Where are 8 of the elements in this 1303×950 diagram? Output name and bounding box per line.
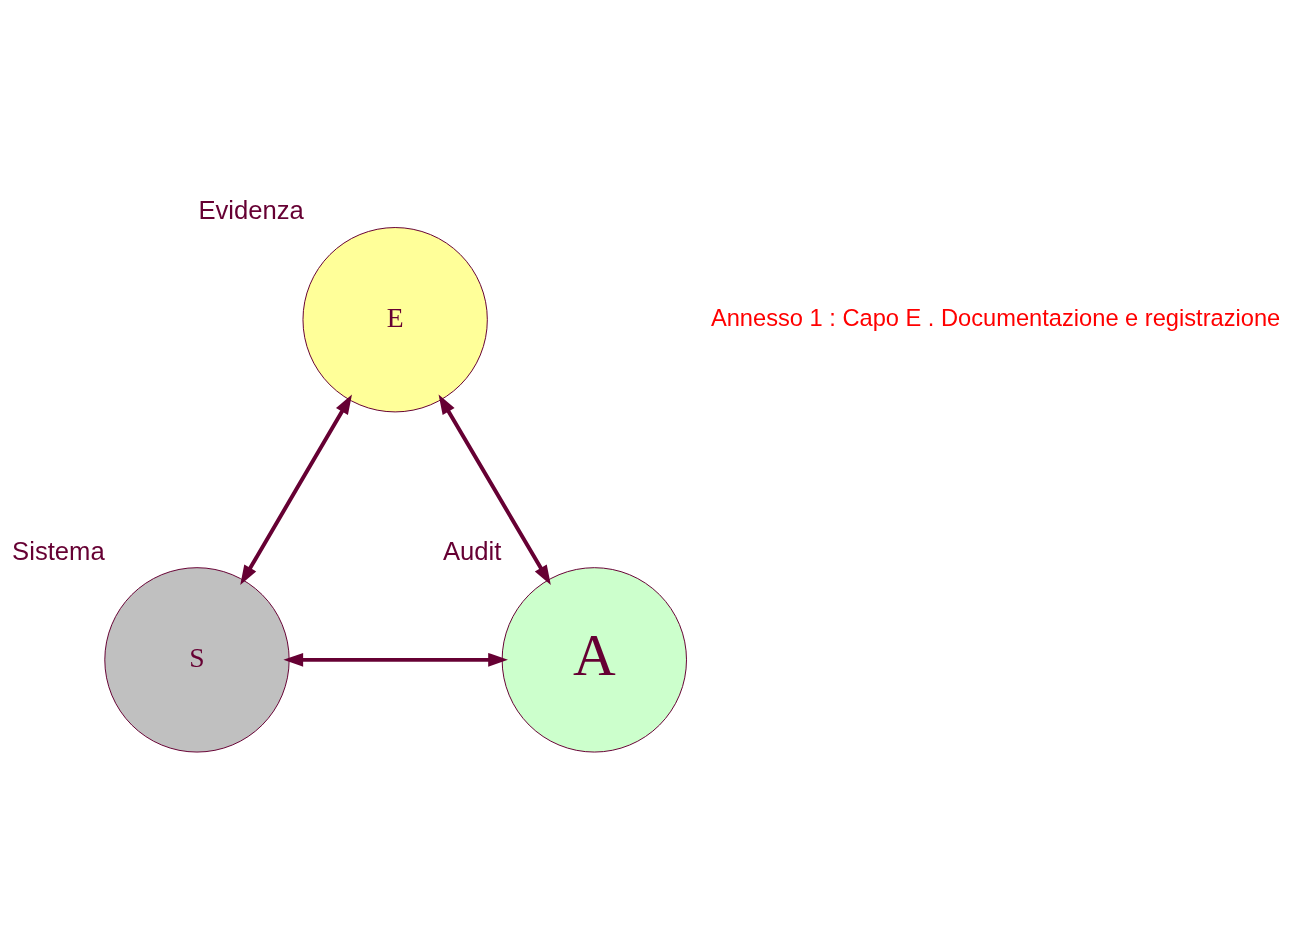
label: Annesso 1 : Capo E . Documentazione e registrazione xyxy=(710,304,1281,331)
node-label: Audit xyxy=(442,536,502,565)
arrow xyxy=(438,393,551,585)
node-label: Evidenza xyxy=(198,195,304,224)
arrow xyxy=(283,652,508,667)
node-label: Sistema xyxy=(12,536,105,565)
arrow xyxy=(240,393,352,585)
node-circle: E xyxy=(302,226,488,412)
